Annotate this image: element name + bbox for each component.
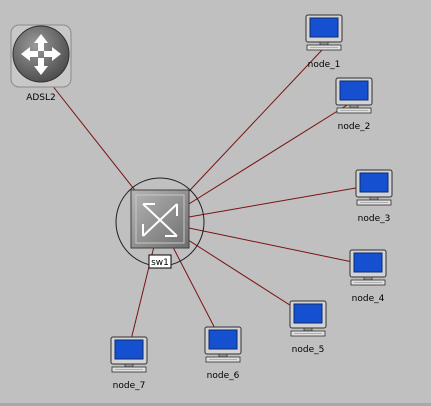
node-6-label: node_6 xyxy=(207,371,240,381)
link-sw1-node-2 xyxy=(159,101,353,223)
node-1[interactable]: node_1 xyxy=(305,14,343,70)
computer-icon xyxy=(204,326,242,363)
node-3[interactable]: node_3 xyxy=(355,169,393,224)
computer-icon xyxy=(335,77,373,114)
node-2[interactable]: node_2 xyxy=(335,77,373,132)
node-5-label: node_5 xyxy=(292,345,325,355)
computer-icon xyxy=(110,336,148,373)
node-6[interactable]: node_6 xyxy=(204,326,242,381)
router-arrows-icon xyxy=(21,34,61,75)
computer-icon xyxy=(289,300,327,337)
node-1-label: node_1 xyxy=(308,60,341,70)
link-sw1-node-3 xyxy=(159,184,374,223)
node-4-label: node_4 xyxy=(352,294,385,304)
switch-sw1[interactable]: sw1 xyxy=(115,177,205,269)
computer-icon xyxy=(305,14,343,51)
node-5[interactable]: node_5 xyxy=(289,300,327,355)
computer-icon xyxy=(349,249,387,286)
computer-icon xyxy=(355,169,393,206)
node-2-label: node_2 xyxy=(338,122,371,132)
node-3-label: node_3 xyxy=(358,214,391,224)
switch-arrows-icon xyxy=(142,203,178,237)
node-4[interactable]: node_4 xyxy=(349,249,387,304)
node-7-label: node_7 xyxy=(113,381,146,391)
router-body xyxy=(12,25,70,83)
switch-label-box xyxy=(148,254,172,269)
switch-bevel xyxy=(135,194,185,244)
canvas-bottom-edge xyxy=(0,403,431,406)
link-sw1-node-4 xyxy=(159,221,368,266)
node-7[interactable]: node_7 xyxy=(110,336,148,391)
router-adsl2[interactable]: ADSL2 xyxy=(10,24,72,103)
router-label: ADSL2 xyxy=(26,93,56,103)
switch-label: sw1 xyxy=(151,258,169,268)
